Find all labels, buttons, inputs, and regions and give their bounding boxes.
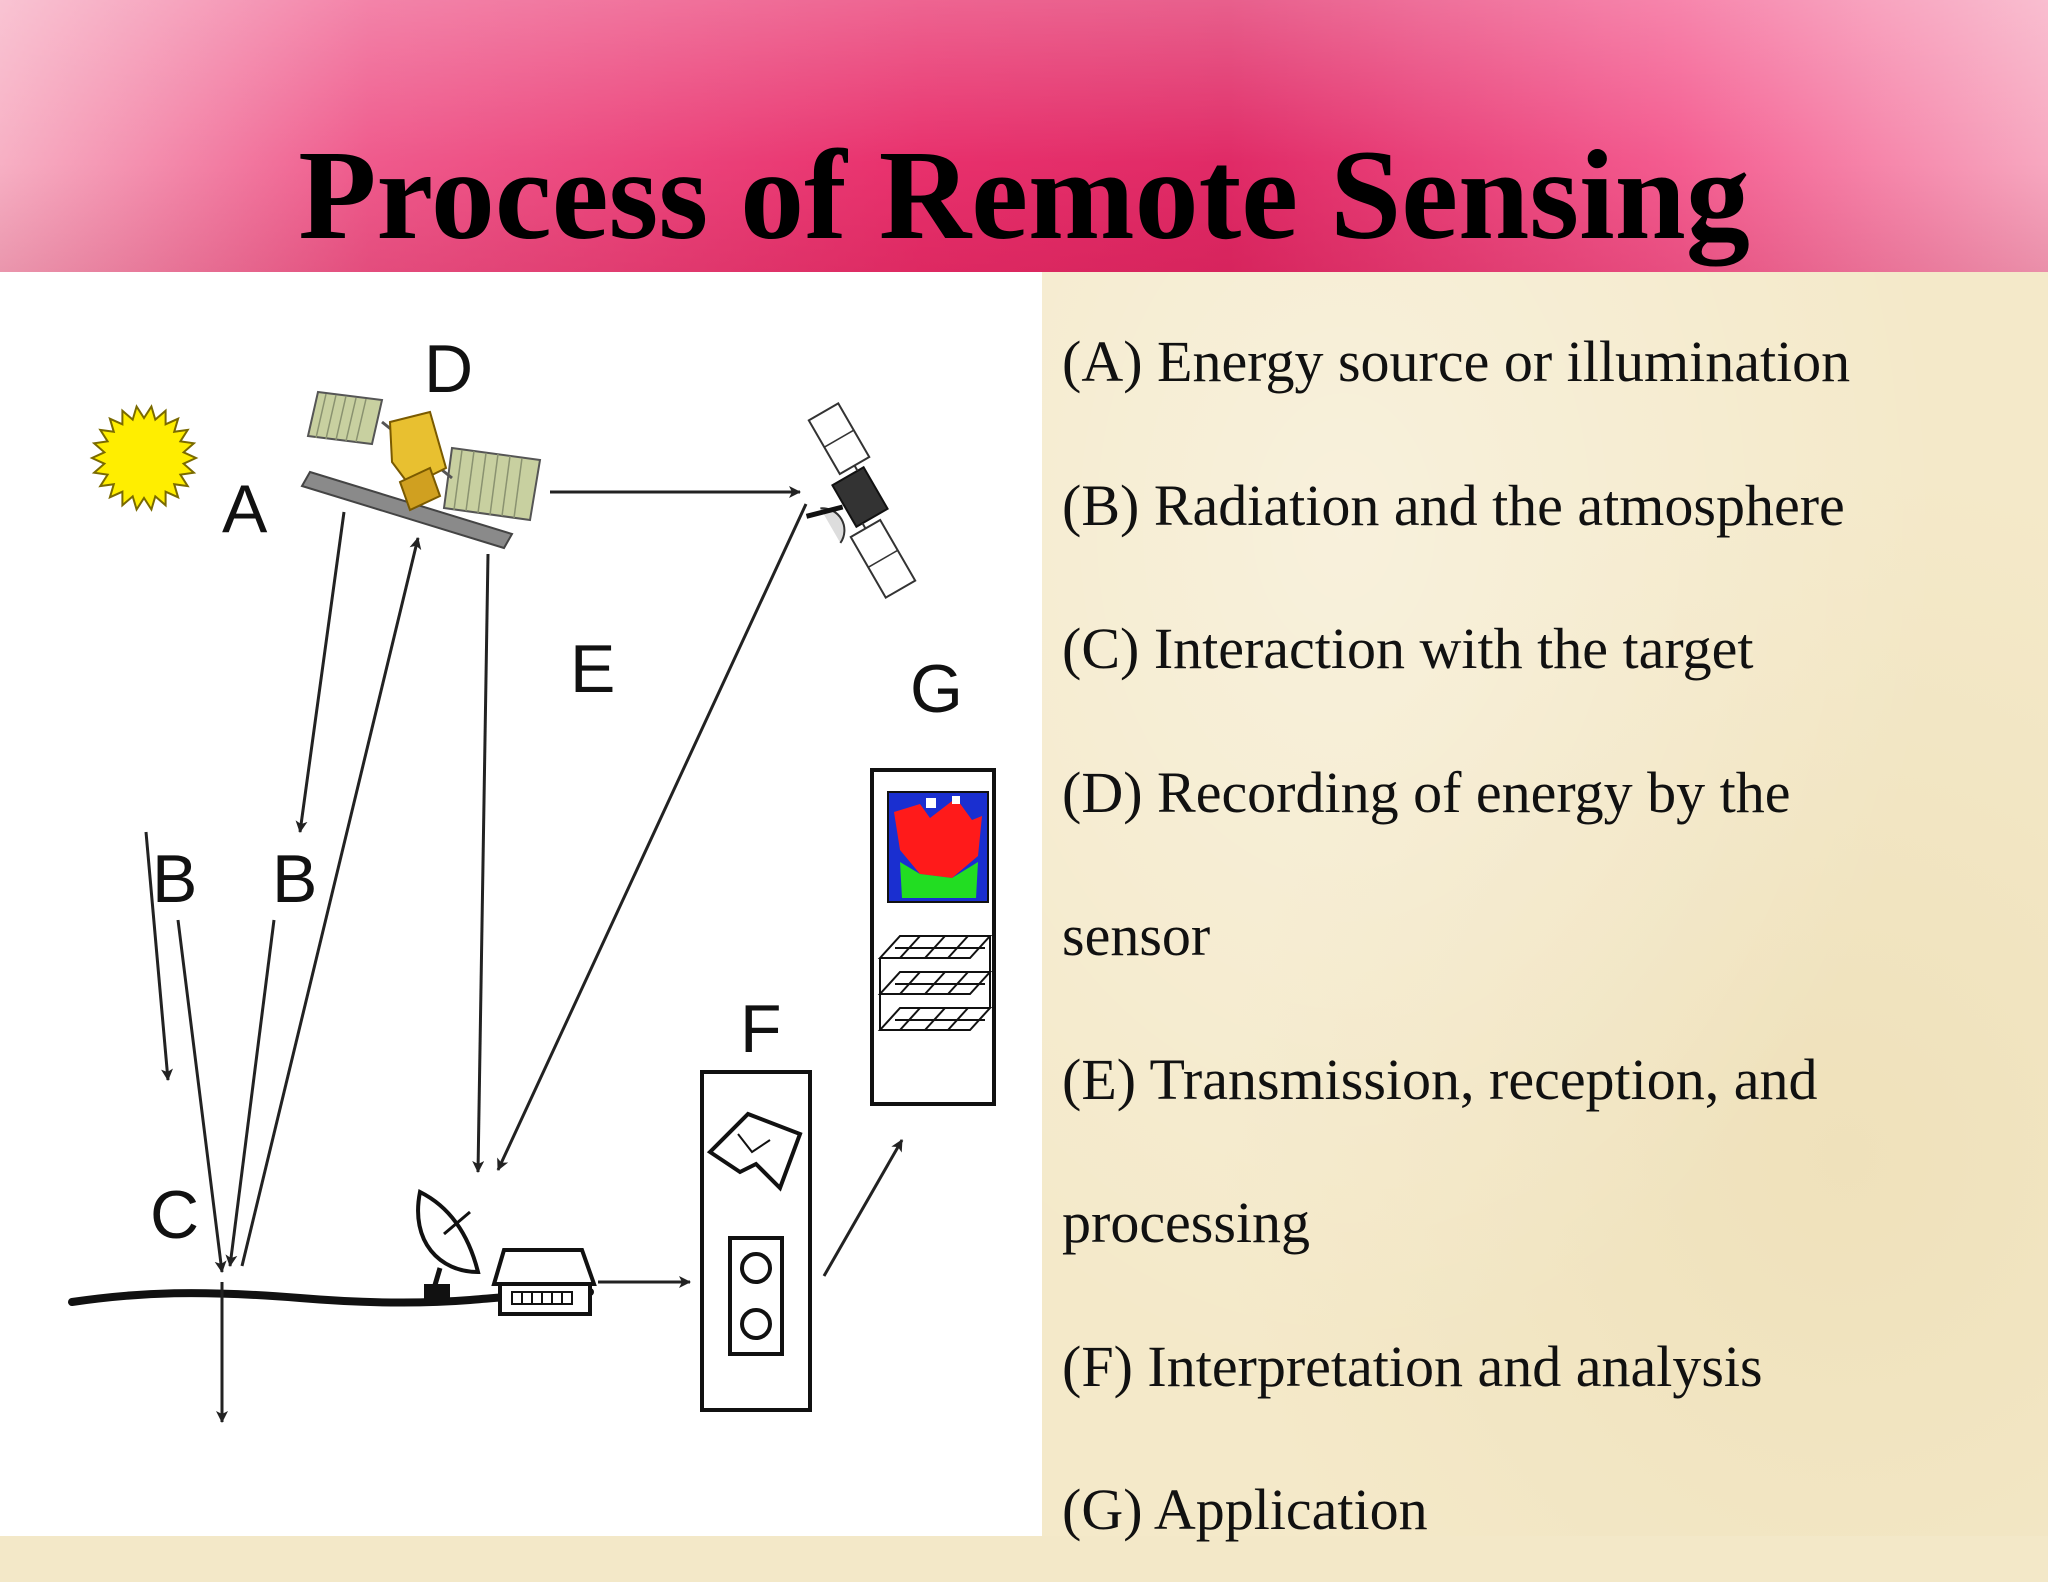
step-d: (D) Recording of energy by the [1062, 721, 2042, 865]
steps-panel [1042, 272, 2048, 1536]
label-c: C [150, 1177, 199, 1253]
ground-station-dish-icon [416, 1189, 481, 1303]
receiving-station-icon [491, 1248, 597, 1316]
application-box [870, 768, 996, 1106]
label-f: F [740, 991, 782, 1067]
step-e: (E) Transmission, reception, and [1062, 1008, 2042, 1152]
step-d-text: (D) Recording of energy by the [1062, 759, 1791, 825]
energy-flow-arrows [144, 486, 904, 1423]
steps-list: (A) Energy source or illumination (B) Ra… [1062, 290, 2042, 1582]
sensor-satellite-icon [300, 390, 542, 550]
step-d-continued: sensor [1062, 864, 2042, 1008]
step-c-text: (C) Interaction with the target [1062, 616, 1754, 681]
label-b-right: B [272, 841, 317, 917]
step-g-text: (G) Application [1062, 1477, 1428, 1542]
label-g: G [910, 651, 963, 727]
data-layers-icon [877, 935, 993, 1031]
step-d-continued-text: sensor [1062, 903, 1211, 968]
step-e-text: (E) Transmission, reception, and [1062, 1046, 1818, 1112]
interpretation-box [700, 1070, 812, 1412]
step-c: (C) Interaction with the target [1062, 577, 2042, 721]
label-e: E [570, 631, 615, 707]
step-e-continued-text: processing [1062, 1190, 1311, 1255]
step-b: (B) Radiation and the atmosphere [1062, 434, 2042, 578]
step-b-text: (B) Radiation and the atmosphere [1062, 472, 1845, 538]
relay-satellite-icon [805, 401, 917, 599]
step-a: (A) Energy source or illumination [1062, 290, 2042, 434]
label-d: D [424, 331, 473, 407]
label-b-left: B [152, 841, 197, 917]
sun-icon [89, 404, 199, 512]
remote-sensing-diagram: A D E G B B F C [68, 331, 996, 1423]
label-a: A [222, 471, 268, 547]
step-g: (G) Application [1062, 1438, 2042, 1582]
step-a-text: (A) Energy source or illumination [1062, 329, 1851, 394]
title-banner [0, 0, 2048, 272]
remote-sensing-diagram-panel: A D E G B B F C [0, 272, 1042, 1536]
step-e-continued: processing [1062, 1151, 2042, 1295]
step-f-text: (F) Interpretation and analysis [1062, 1333, 1763, 1399]
step-f: (F) Interpretation and analysis [1062, 1295, 2042, 1439]
slide-title: Process of Remote Sensing [298, 124, 1750, 266]
